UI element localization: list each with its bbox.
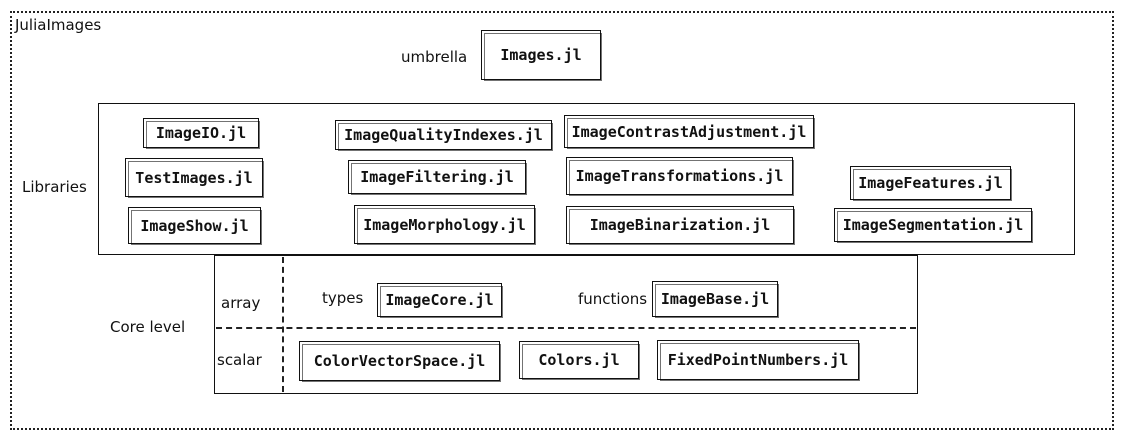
core-level-horizontal-divider [216, 327, 916, 329]
package-imagecontrastadjustment-box: ImageContrastAdjustment.jl [564, 115, 815, 149]
diagram-title: JuliaImages [15, 16, 102, 34]
package-imagemorphology-box: ImageMorphology.jl [354, 205, 536, 245]
package-imagebase-box: ImageBase.jl [652, 281, 779, 318]
types-label: types [322, 289, 364, 307]
package-imagetransformations-box: ImageTransformations.jl [566, 157, 794, 196]
package-imagesegmentation-box: ImageSegmentation.jl [834, 208, 1033, 243]
package-imagequalityindexes-box: ImageQualityIndexes.jl [335, 120, 553, 151]
juliaimages-frame [10, 11, 1114, 430]
package-imageio-box: ImageIO.jl [143, 118, 260, 149]
functions-label: functions [578, 290, 648, 308]
package-imagefeatures-box: ImageFeatures.jl [850, 166, 1012, 201]
package-colors-box: Colors.jl [519, 341, 640, 380]
core-level-container [214, 255, 918, 394]
package-testimages-box: TestImages.jl [125, 158, 264, 198]
umbrella-label: umbrella [401, 48, 468, 66]
package-fixedpointnumbers-box: FixedPointNumbers.jl [657, 340, 860, 381]
core-level-vertical-divider [282, 257, 284, 392]
package-imageshow-box: ImageShow.jl [128, 207, 262, 245]
scalar-label: scalar [217, 351, 262, 369]
package-imagefiltering-box: ImageFiltering.jl [348, 160, 527, 195]
libraries-label: Libraries [22, 178, 87, 196]
package-colorvectorspace-box: ColorVectorSpace.jl [299, 341, 501, 382]
package-imagebinarization-box: ImageBinarization.jl [566, 206, 795, 245]
images-package-box: Images.jl [481, 30, 602, 81]
core-level-label: Core level [110, 318, 186, 336]
array-label: array [221, 294, 261, 312]
libraries-container [98, 103, 1075, 255]
package-imagecore-box: ImageCore.jl [377, 283, 503, 318]
